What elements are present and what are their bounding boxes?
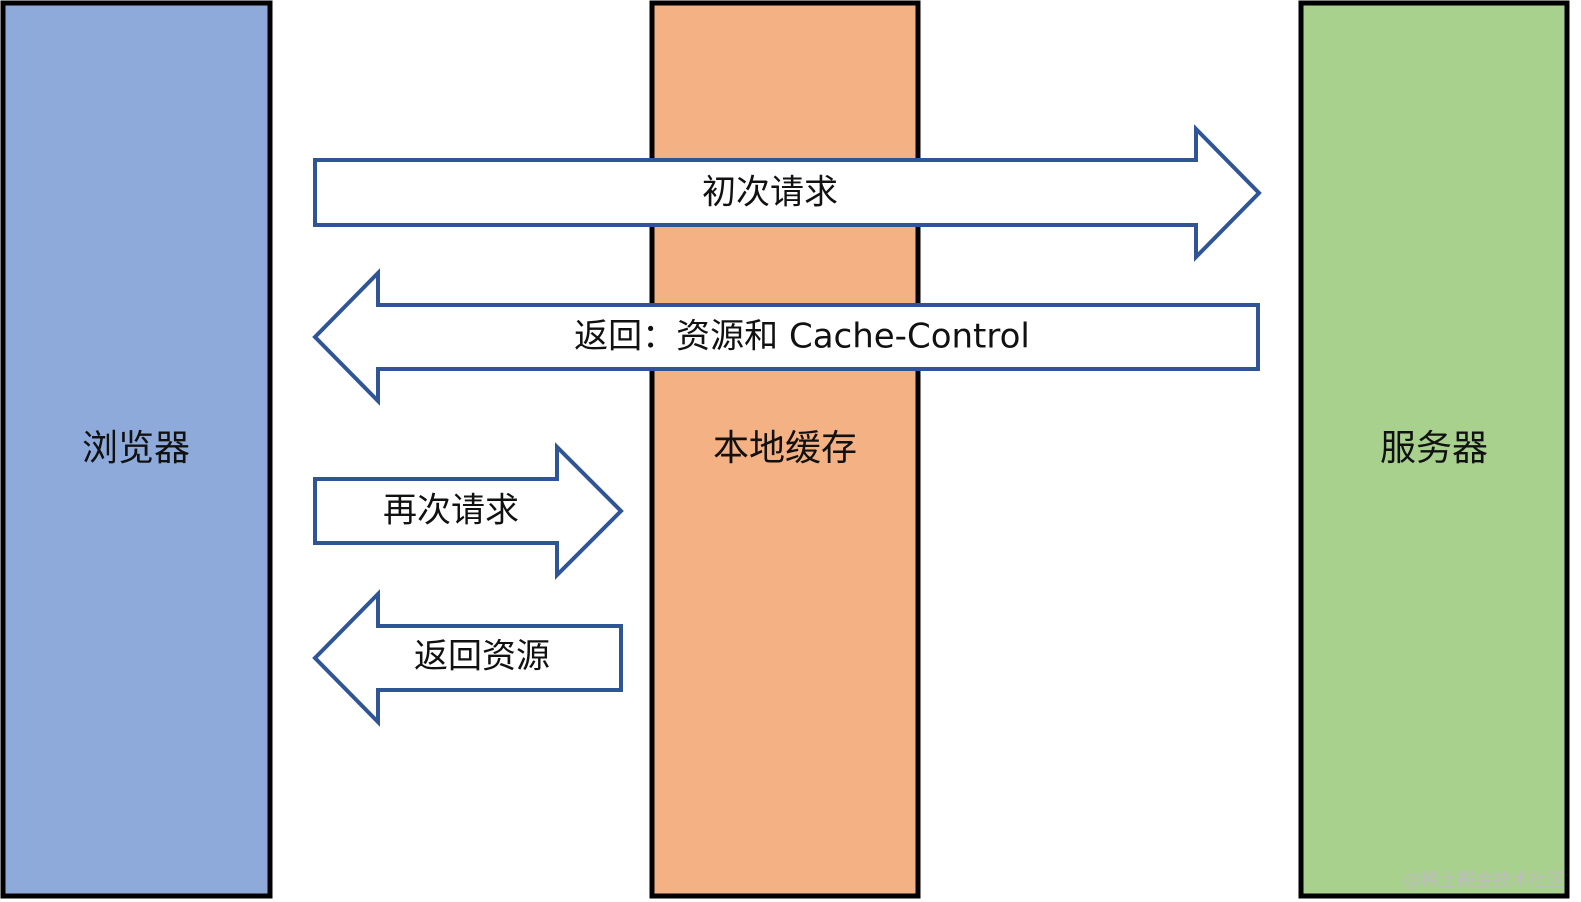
local-cache-label: 本地缓存	[713, 428, 857, 469]
return-resource-label: 返回资源	[414, 637, 550, 677]
local-cache-column	[649, 0, 921, 899]
server-label: 服务器	[1380, 428, 1488, 469]
watermark-text: @稀土掘金技术社区	[1403, 870, 1565, 891]
browser-column	[0, 0, 273, 899]
first-request-label: 初次请求	[702, 173, 838, 213]
server-column	[1298, 0, 1570, 899]
return-cache-control-label: 返回：资源和 Cache-Control	[574, 317, 1030, 357]
second-request-label: 再次请求	[383, 491, 519, 531]
browser-label: 浏览器	[82, 428, 190, 469]
return-resource-arrow	[312, 589, 623, 727]
first-request-arrow	[313, 124, 1262, 262]
second-request-arrow	[313, 442, 624, 580]
return-cache-control-arrow	[312, 268, 1260, 406]
